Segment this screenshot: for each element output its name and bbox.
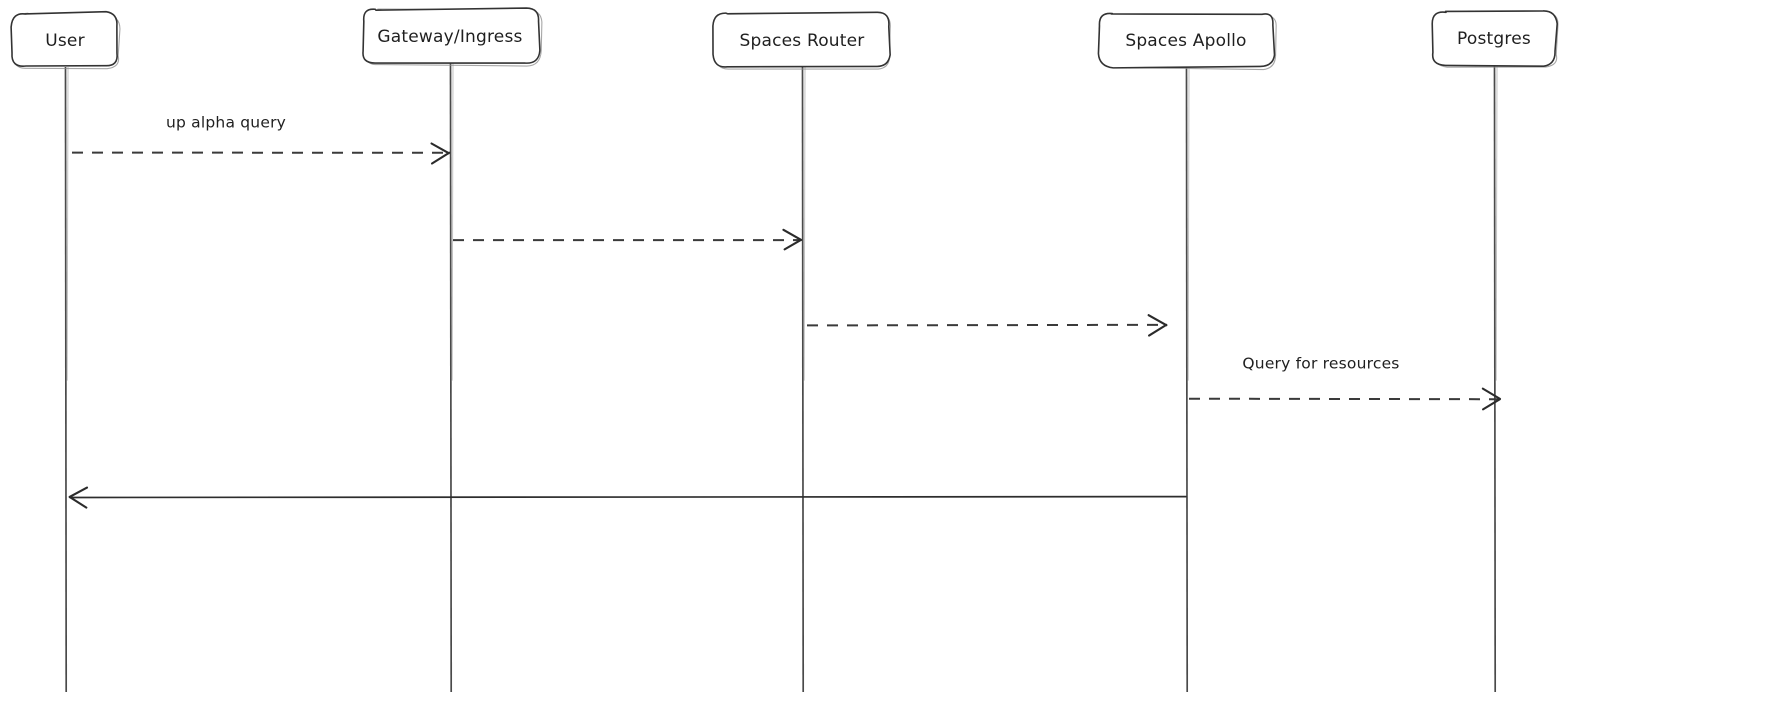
arrowhead-msg-3 [1147,314,1168,337]
participant-router[interactable]: Spaces Router [712,11,891,70]
lifeline-sketch-router [803,66,806,381]
arrowhead-msg-4 [1481,387,1502,411]
arrowhead-msg-1 [430,142,451,165]
participant-label-gateway: Gateway/Ingress [377,27,522,47]
message-msg-3[interactable] [806,314,1168,337]
message-line-msg-3 [806,323,1167,327]
participant-postgres[interactable]: Postgres [1431,10,1559,68]
participants-layer: User Gateway/Ingress Spaces Router Spaces A… [10,7,1559,71]
message-msg-1[interactable] [71,142,451,165]
message-msg-4[interactable] [1188,387,1502,411]
participant-gateway[interactable]: Gateway/Ingress [362,7,543,67]
lifeline-gateway [449,62,453,693]
participant-label-postgres: Postgres [1457,29,1531,49]
participant-box-user [10,10,118,67]
participant-box-apollo [1097,12,1276,69]
participant-label-router: Spaces Router [739,31,864,51]
participant-box-gateway [362,7,541,64]
participant-box-postgres [1431,10,1559,68]
message-label-msg-4: Query for resources [1242,355,1399,373]
lifeline-sketch-user [66,66,69,381]
message-line-msg-5 [69,495,1187,499]
lifelines-layer [64,62,1498,693]
lifeline-user [64,66,68,693]
message-line-msg-4 [1188,397,1501,401]
messages-layer [68,142,1502,509]
lifeline-sketch-apollo [1187,66,1190,381]
participant-label-user: User [45,31,85,51]
arrowhead-msg-5 [68,486,89,509]
participant-label-apollo: Spaces Apollo [1125,31,1246,51]
message-msg-5[interactable] [68,486,1187,509]
lifeline-sketch-postgres [1495,64,1498,381]
message-label-msg-1: up alpha query [166,114,286,132]
lifeline-apollo [1185,66,1189,693]
participant-user[interactable]: User [10,10,121,70]
participant-apollo[interactable]: Spaces Apollo [1097,12,1277,71]
participant-box-router [712,11,891,68]
lifeline-sketch-gateway [451,62,454,381]
message-msg-2[interactable] [452,228,803,251]
lifeline-postgres [1493,64,1497,693]
arrowhead-msg-2 [782,228,803,251]
lifeline-router [801,66,805,693]
